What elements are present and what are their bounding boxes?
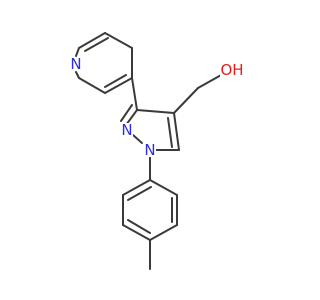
bond: [167, 117, 173, 148]
bond: [125, 109, 138, 126]
svg-text:N: N: [121, 121, 132, 139]
pyrazole-ring: [120, 104, 180, 151]
svg-text:N: N: [70, 55, 81, 73]
bond: [136, 109, 175, 114]
bond: [173, 112, 180, 151]
pyridine-ring: [75, 32, 133, 94]
bond: [84, 37, 109, 52]
bond: [75, 71, 80, 79]
bond: [149, 224, 178, 241]
bond: [78, 32, 106, 49]
bond: [78, 77, 106, 94]
bond: [173, 87, 199, 114]
bond: [132, 134, 143, 144]
bond: [149, 179, 178, 196]
atom-label-hydroxyl: OH: [220, 61, 244, 79]
bond: [104, 32, 133, 49]
atom-label-pyrazole-n2: N: [121, 121, 133, 139]
bond: [127, 186, 152, 201]
bond: [120, 104, 133, 122]
bond: [75, 47, 80, 57]
atom-label-pyrazole-n1: N: [144, 141, 156, 159]
bond: [131, 77, 138, 111]
molecule-structure-diagram: N N N OH: [70, 32, 244, 270]
bond: [104, 74, 127, 88]
bond: [197, 73, 224, 89]
svg-text:N: N: [144, 141, 155, 159]
atom-label-pyridine-n: N: [70, 55, 82, 73]
bond: [122, 179, 151, 196]
bond: [127, 219, 151, 234]
tolyl-ring: [122, 179, 178, 241]
bond: [104, 77, 133, 94]
bond: [122, 224, 151, 241]
svg-text:OH: OH: [220, 61, 243, 79]
